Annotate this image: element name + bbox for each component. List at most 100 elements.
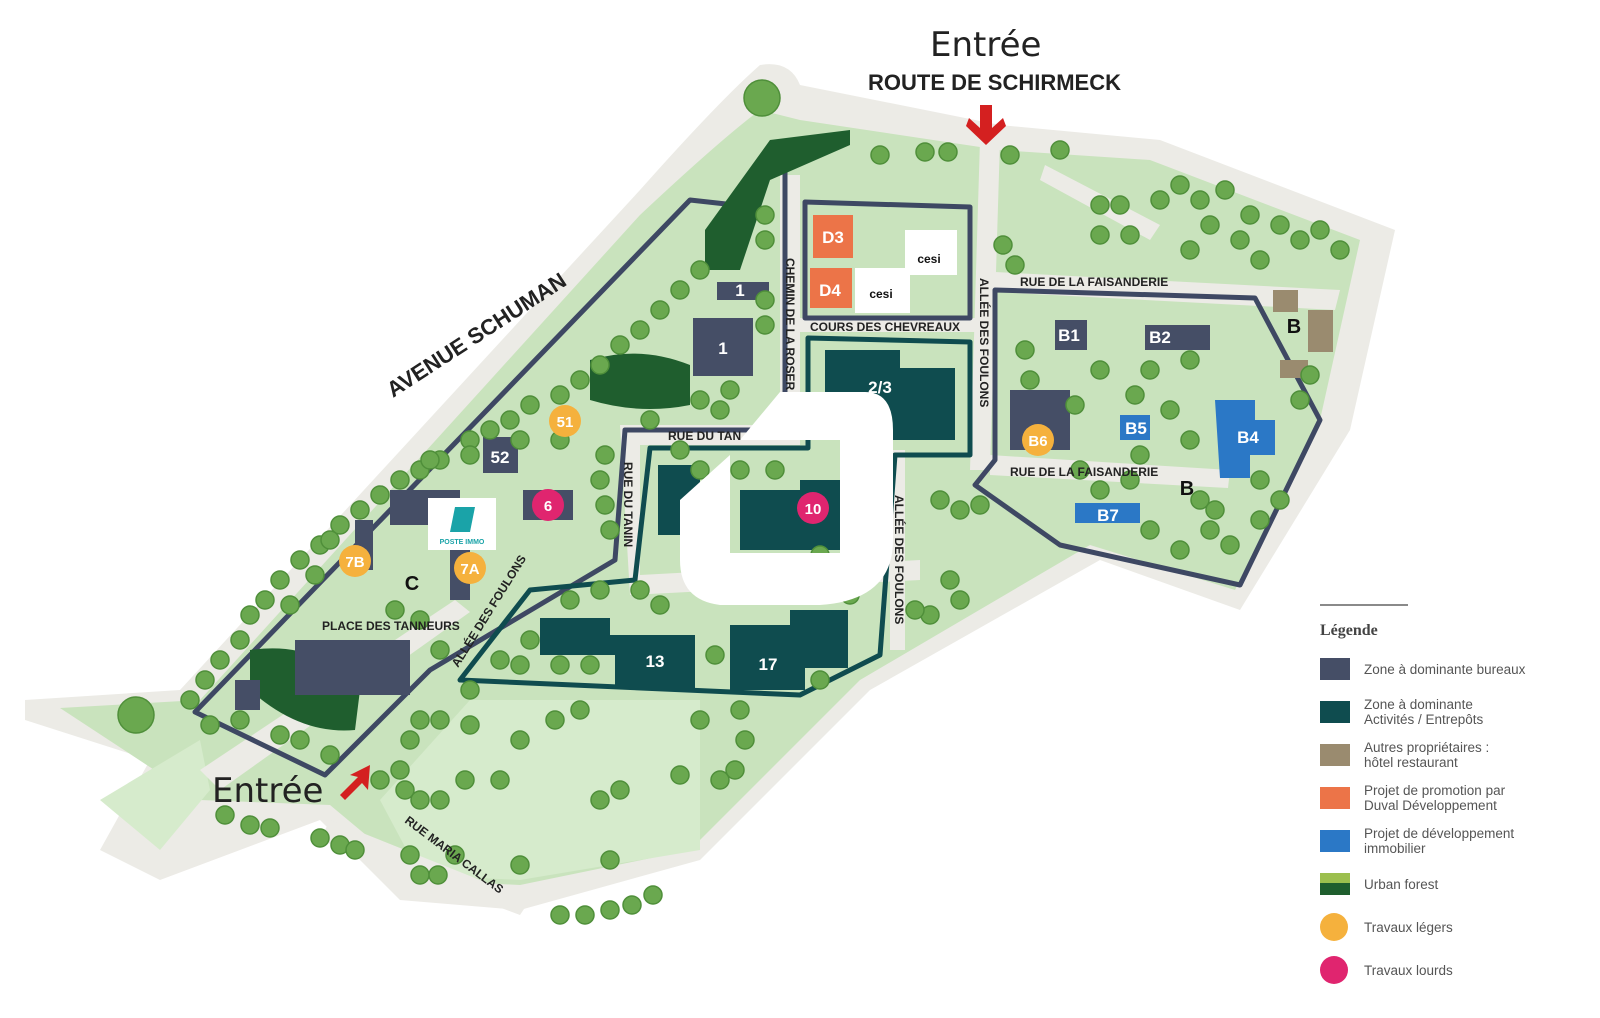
tree-icon <box>610 780 630 800</box>
tree-icon <box>290 550 310 570</box>
tree-icon <box>1205 500 1225 520</box>
tree-icon <box>630 320 650 340</box>
tree-icon <box>1190 490 1210 510</box>
tree-icon <box>730 460 750 480</box>
badge-7a: 7A <box>454 552 486 584</box>
badge-7b: 7B <box>339 545 371 577</box>
building-1b-label: 1 <box>718 339 727 358</box>
tree-icon <box>650 300 670 320</box>
tree-icon <box>545 710 565 730</box>
tree-icon <box>215 805 235 825</box>
tree-icon <box>570 370 590 390</box>
tree-icon <box>670 440 690 460</box>
tree-icon <box>1330 240 1350 260</box>
tree-icon <box>575 905 595 925</box>
tree-icon <box>915 142 935 162</box>
tree-icon <box>755 205 775 225</box>
tree-icon <box>950 500 970 520</box>
tree-icon <box>1150 190 1170 210</box>
tree-icon <box>1290 230 1310 250</box>
tree-icon <box>630 580 650 600</box>
legend-swatch <box>1320 913 1348 941</box>
tree-icon <box>590 790 610 810</box>
legend-item: Travaux lourds <box>1320 951 1600 989</box>
route-de-schirmeck-label: ROUTE DE SCHIRMECK <box>868 70 1121 95</box>
rue-du-tanin-label: RUE DU TANIN <box>621 462 635 547</box>
tree-icon <box>1300 365 1320 385</box>
tree-icon <box>1140 520 1160 540</box>
tree-icon <box>690 390 710 410</box>
tree-icon <box>1270 490 1290 510</box>
tree-icon <box>1120 470 1140 490</box>
legend-item: Zone à dominante bureaux <box>1320 650 1600 688</box>
tree-icon <box>610 335 630 355</box>
entrance-top-label: Entrée <box>930 25 1041 65</box>
tree-icon <box>993 235 1013 255</box>
badge-6: 6 <box>532 489 564 521</box>
tree-icon <box>1180 240 1200 260</box>
rue-de-la-faisanderie-label-2: RUE DE LA FAISANDERIE <box>1010 465 1158 479</box>
building-d4-label: D4 <box>819 281 841 300</box>
tree-icon <box>720 380 740 400</box>
badge-b6: B6 <box>1022 424 1054 456</box>
tree-icon <box>755 315 775 335</box>
tree-icon <box>725 760 745 780</box>
tree-icon <box>710 770 730 790</box>
tree-icon <box>400 730 420 750</box>
tree-icon <box>595 445 615 465</box>
tree-icon <box>260 818 280 838</box>
legend-item: Urban forest <box>1320 865 1600 903</box>
tree-icon <box>455 770 475 790</box>
tree-icon <box>460 715 480 735</box>
tree-icon <box>1015 340 1035 360</box>
tree-icon <box>690 460 710 480</box>
tree-icon <box>280 595 300 615</box>
tree-icon <box>560 590 580 610</box>
tree-icon <box>420 450 440 470</box>
building-17-label: 17 <box>759 655 778 674</box>
tree-icon <box>520 395 540 415</box>
tree-icon <box>255 590 275 610</box>
entrance-top-arrow-icon <box>966 105 1006 145</box>
tree-icon <box>870 145 890 165</box>
allee-des-foulons-label-1: ALLÉE DES FOULONS <box>977 278 992 407</box>
tree-icon <box>395 780 415 800</box>
tree-icon <box>195 670 215 690</box>
tree-icon <box>428 865 448 885</box>
legend-item: Zone à dominante Activités / Entrepôts <box>1320 693 1600 731</box>
tree-icon <box>650 595 670 615</box>
tree-icon <box>390 760 410 780</box>
building-52-label: 52 <box>491 448 510 467</box>
tree-icon <box>410 610 430 630</box>
cours-des-chevreaux-label: COURS DES CHEVREAUX <box>810 320 960 334</box>
tree-icon <box>580 655 600 675</box>
trees <box>117 79 1350 925</box>
legend-swatch <box>1320 744 1350 766</box>
tree-icon <box>595 495 615 515</box>
tree-icon <box>390 470 410 490</box>
building-b7-label: B7 <box>1097 506 1119 525</box>
tree-icon <box>370 485 390 505</box>
building-d3-label: D3 <box>822 228 844 247</box>
tree-icon <box>1160 400 1180 420</box>
tree-icon <box>345 840 365 860</box>
zone-b-outline <box>972 287 1323 588</box>
zone-b-south-label: B <box>1180 478 1194 500</box>
tree-icon <box>590 470 610 490</box>
tree-icon <box>1140 360 1160 380</box>
legend-title: Légende <box>1320 622 1378 639</box>
tree-icon <box>480 420 500 440</box>
tree-icon <box>1120 225 1140 245</box>
legend-swatch <box>1320 830 1350 852</box>
tree-icon <box>743 79 781 117</box>
zone-b-east-label: B <box>1287 316 1301 338</box>
rue-de-la-faisanderie-label-1: RUE DE LA FAISANDERIE <box>1020 275 1168 289</box>
entrance-bottom-label: Entrée <box>212 771 323 811</box>
tree-icon <box>1220 535 1240 555</box>
tree-icon <box>705 645 725 665</box>
tree-icon <box>940 570 960 590</box>
legend-label: Zone à dominante Activités / Entrepôts <box>1364 697 1484 727</box>
legend-label: Travaux lourds <box>1364 962 1453 978</box>
tree-icon <box>210 650 230 670</box>
